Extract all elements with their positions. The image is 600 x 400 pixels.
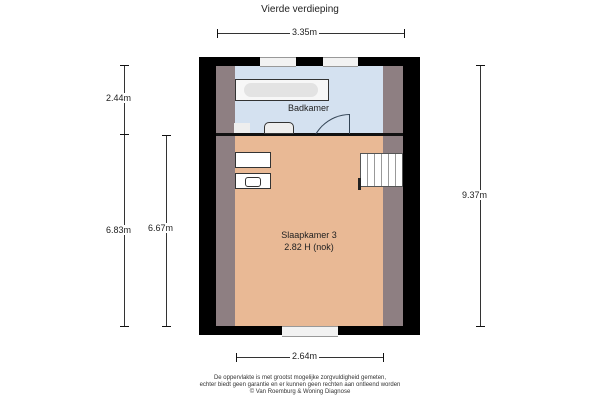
stair-rail [358,178,361,190]
dimension-tick [120,326,129,327]
dimension-tick [476,65,485,66]
window [323,57,358,67]
sink-icon [264,122,294,134]
bathtub-icon [235,79,329,101]
dimension-tick [236,353,237,362]
room-height-note: 2.82 H (nok) [284,242,334,252]
window [282,326,338,337]
disclaimer-line-1: De oppervlakte is met grootst mogelijke … [213,375,387,381]
floor-title: Vierde verdieping [261,4,339,15]
dimension-left-upper: 2.44m [104,93,134,103]
dimension-tick [120,65,129,66]
dimension-tick [383,353,384,362]
dimension-right-total: 9.37m [460,190,490,200]
dimension-line-left [124,65,125,326]
stove-icon [235,173,271,189]
cabinet-icon [234,123,250,133]
dimension-tick [476,326,485,327]
door-icon [349,114,350,134]
dimension-left-lower: 6.83m [104,225,134,235]
dimension-left-inner: 6.67m [146,223,176,233]
dimension-bottom-width: 2.64m [290,351,320,361]
room-label-bedroom: Slaapkamer 3 [281,230,337,240]
interior-wall [216,133,403,136]
dimension-tick [120,134,129,135]
room-label-bathroom: Badkamer [288,103,330,113]
sink-icon [235,152,271,168]
dimension-tick [162,135,171,136]
dimension-tick [162,326,171,327]
dimension-tick [217,29,218,38]
disclaimer-line-2: echter biedt geen garantie en er kunnen … [199,382,401,388]
dimension-top-width: 3.35m [290,27,320,37]
window [260,57,296,67]
staircase-icon [360,153,403,187]
copyright: © Van Roemburg & Woning Diagnose [249,389,351,395]
dimension-tick [404,29,405,38]
